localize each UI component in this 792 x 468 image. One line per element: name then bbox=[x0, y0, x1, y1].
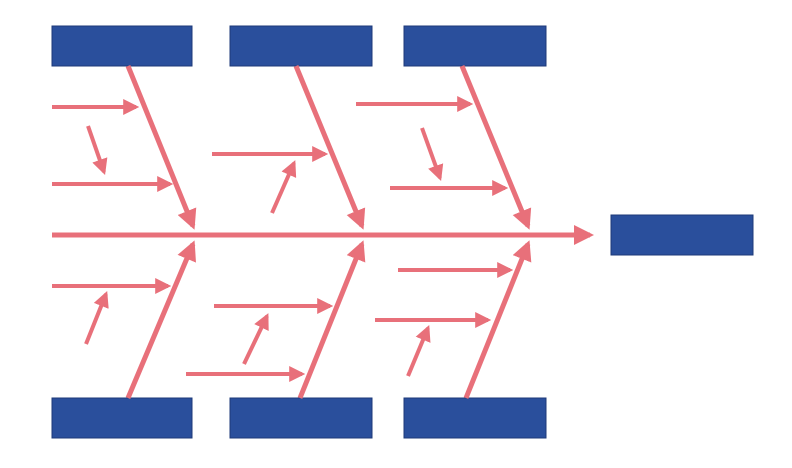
sub-cause-arrow bbox=[406, 325, 431, 377]
category-box-bottom-middle bbox=[229, 397, 373, 439]
rib-arrow-top-left bbox=[125, 65, 197, 230]
category-box-bottom-left bbox=[51, 397, 193, 439]
rib-arrow-bottom-right bbox=[463, 240, 532, 399]
category-box-bottom-right bbox=[403, 397, 547, 439]
rib-arrow-top-middle bbox=[293, 65, 366, 230]
sub-cause-arrow bbox=[242, 313, 269, 365]
sub-cause-arrow bbox=[86, 125, 108, 176]
category-box-top-left bbox=[51, 25, 193, 67]
rib-arrow-top-right bbox=[459, 65, 532, 230]
sub-cause-arrow bbox=[420, 127, 444, 182]
category-box-top-middle bbox=[229, 25, 373, 67]
sub-cause-arrow bbox=[270, 160, 297, 214]
sub-cause-arrow bbox=[84, 291, 109, 345]
effect-box bbox=[610, 214, 754, 256]
rib-arrow-bottom-left bbox=[125, 240, 196, 399]
rib-arrow-bottom-middle bbox=[297, 240, 366, 399]
category-box-top-right bbox=[403, 25, 547, 67]
